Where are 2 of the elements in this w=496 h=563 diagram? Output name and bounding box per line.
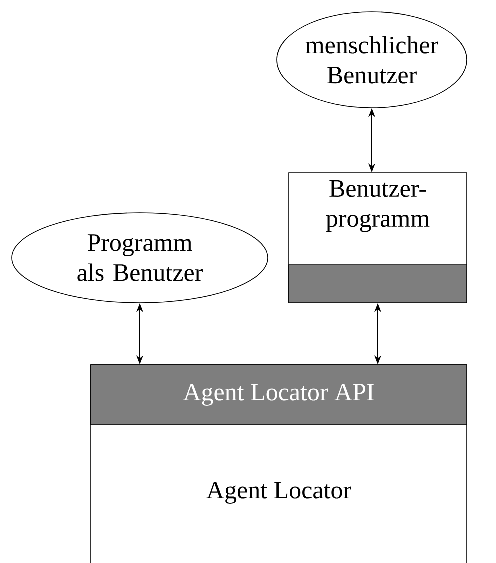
api-band: Agent Locator API xyxy=(90,364,468,426)
interface-band xyxy=(288,264,468,304)
